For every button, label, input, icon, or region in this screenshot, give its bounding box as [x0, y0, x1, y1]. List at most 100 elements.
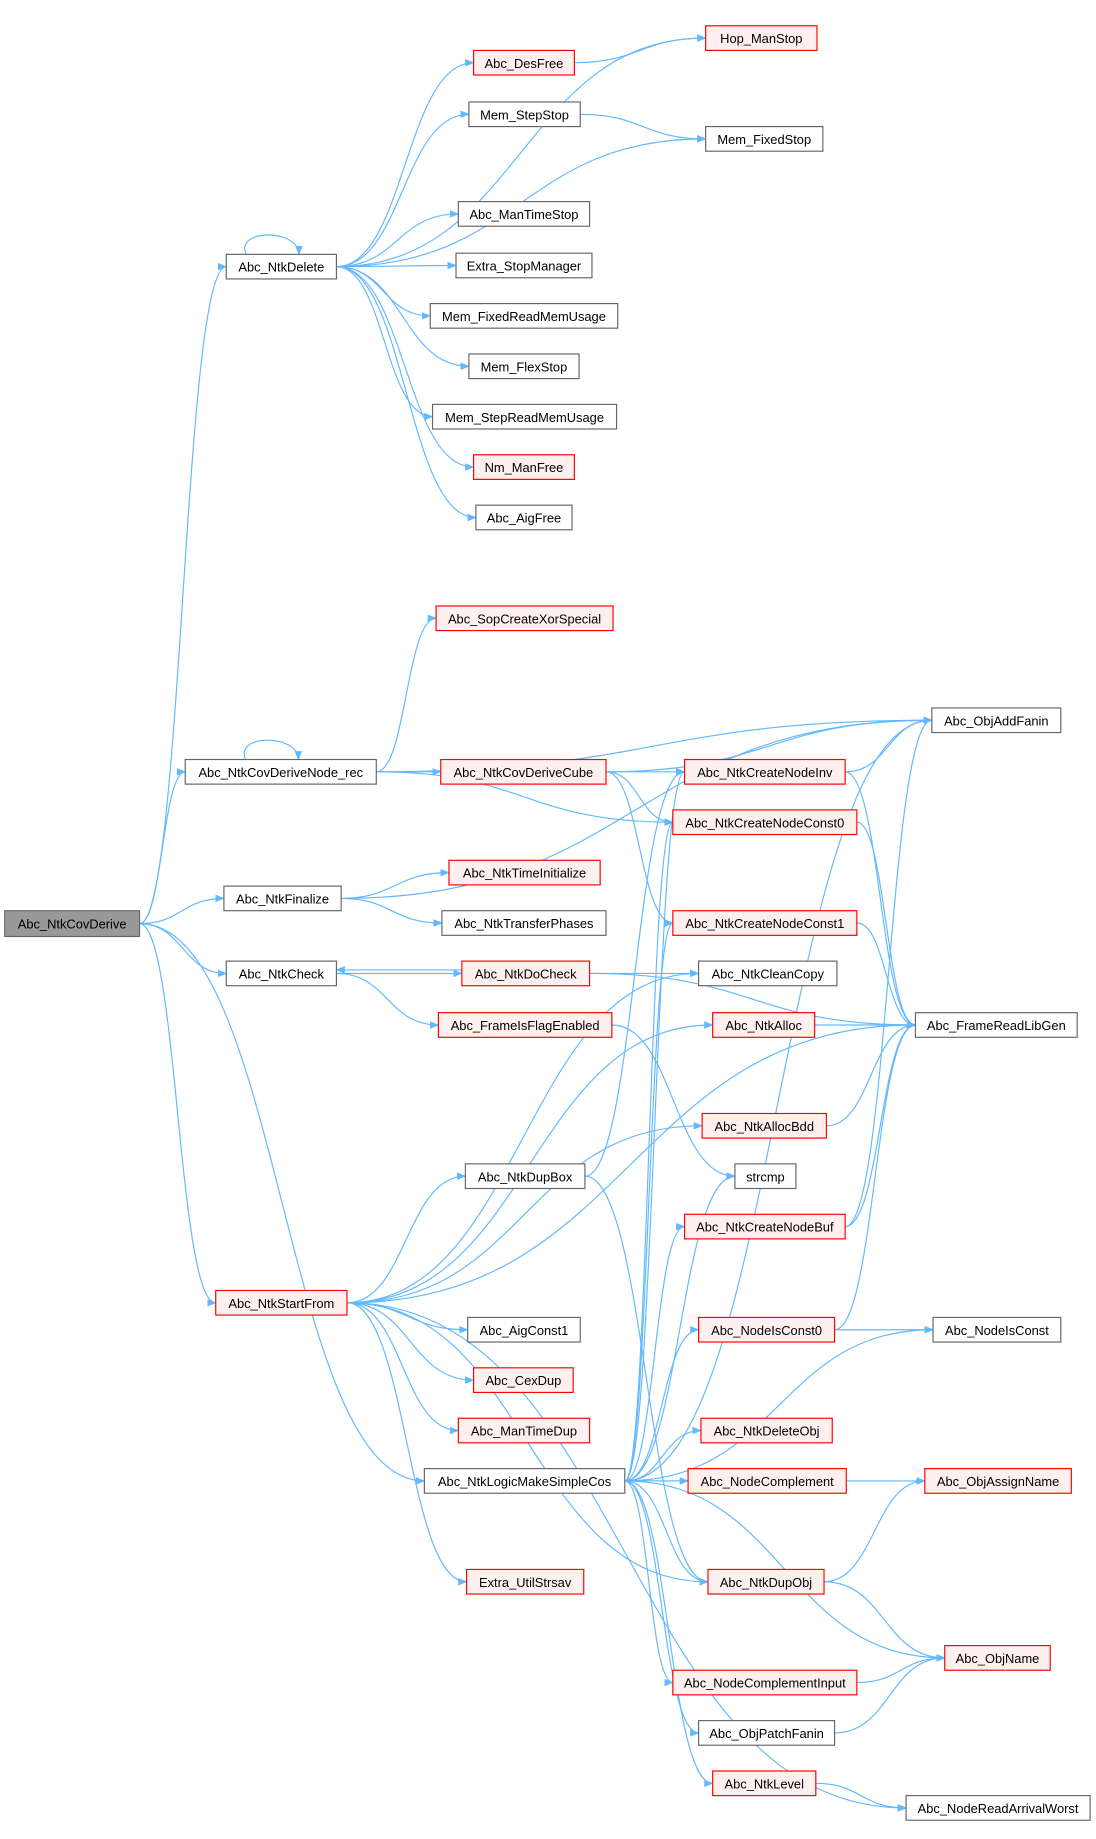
node-box — [225, 960, 338, 987]
node-transferPhases[interactable]: Abc_NtkTransferPhases — [441, 910, 607, 936]
node-label: Abc_SopCreateXorSpecial — [448, 611, 601, 626]
node-box — [468, 101, 581, 128]
node-label: Abc_NtkLogicMakeSimpleCos — [438, 1474, 611, 1489]
edge-covDeriveNodeRec-to-sopCreateXorSpecial — [376, 614, 438, 773]
edge-logicMakeSimpleCos-to-ntkDeleteObj — [624, 1426, 702, 1482]
node-ntkDoCheck[interactable]: Abc_NtkDoCheck — [461, 960, 591, 987]
edge-createNodeConst0-to-frameReadLibGen — [856, 821, 917, 1029]
node-objName[interactable]: Abc_ObjName — [944, 1645, 1051, 1671]
edge-ntkStartFrom-to-extraUtilStrsav — [346, 1302, 468, 1586]
edge-ntkDelete-to-nmManFree — [336, 266, 475, 471]
edge-ntkLevel-to-nodeReadArrivalWorst — [815, 1782, 908, 1812]
node-nodeIsConst0[interactable]: Abc_NodeIsConst0 — [698, 1316, 836, 1343]
edge-covDerive-to-ntkDelete — [139, 263, 228, 925]
edge-ntkStartFrom-to-ntkCleanCopy — [346, 969, 700, 1304]
node-timeInitialize[interactable]: Abc_NtkTimeInitialize — [448, 859, 601, 886]
edge-ntkDelete-to-extraStopManager — [336, 261, 457, 270]
edge-covDerive-to-ntkFinalize — [139, 894, 225, 925]
edge-logicMakeSimpleCos-to-strcmp — [624, 1172, 736, 1482]
node-strcmp[interactable]: strcmp — [734, 1163, 797, 1190]
node-extraUtilStrsav[interactable]: Extra_UtilStrsav — [465, 1568, 585, 1595]
node-label: Abc_ObjAddFanin — [944, 713, 1049, 728]
edge-logicMakeSimpleCos-to-createNodeConst1 — [624, 919, 674, 1482]
node-memStepStop[interactable]: Mem_StepStop — [468, 101, 581, 128]
node-label: Abc_ObjPatchFanin — [709, 1726, 824, 1741]
node-ntkDupBox[interactable]: Abc_NtkDupBox — [464, 1163, 586, 1190]
node-ntkLevel[interactable]: Abc_NtkLevel — [712, 1770, 817, 1797]
edge-logicMakeSimpleCos-to-objPatchFanin — [624, 1480, 700, 1737]
node-label: Abc_NtkCreateNodeConst1 — [685, 916, 844, 931]
node-ntkFinalize[interactable]: Abc_NtkFinalize — [223, 885, 342, 912]
edge-ntkCheck-to-frameIsFlagEnabled — [336, 972, 440, 1029]
edge-objPatchFanin-to-objName — [834, 1654, 946, 1734]
node-box — [705, 25, 818, 51]
node-objAddFanin[interactable]: Abc_ObjAddFanin — [931, 707, 1062, 734]
node-objPatchFanin[interactable]: Abc_ObjPatchFanin — [698, 1720, 836, 1746]
node-ntkAlloc[interactable]: Abc_NtkAlloc — [712, 1012, 816, 1038]
node-label: Abc_NtkTransferPhases — [454, 916, 593, 931]
node-covDeriveNodeRec[interactable]: Abc_NtkCovDeriveNode_rec — [184, 758, 377, 785]
node-logicMakeSimpleCos[interactable]: Abc_NtkLogicMakeSimpleCos — [423, 1468, 626, 1494]
edge-createNodeInv-to-frameReadLibGen — [845, 771, 917, 1029]
node-label: Abc_NtkDupObj — [720, 1575, 812, 1590]
node-ntkDeleteObj[interactable]: Abc_NtkDeleteObj — [700, 1417, 833, 1444]
edge-logicMakeSimpleCos-to-createNodeInv — [624, 768, 686, 1482]
node-createNodeConst0[interactable]: Abc_NtkCreateNodeConst0 — [672, 809, 858, 836]
node-box — [914, 1012, 1078, 1038]
node-nodeIsConst[interactable]: Abc_NodeIsConst — [932, 1316, 1062, 1343]
node-covDerive[interactable]: Abc_NtkCovDerive — [4, 910, 141, 938]
node-sopCreateXorSpecial[interactable]: Abc_SopCreateXorSpecial — [435, 605, 614, 632]
node-label: Mem_FlexStop — [481, 359, 568, 374]
node-manTimeDup[interactable]: Abc_ManTimeDup — [457, 1417, 591, 1444]
node-box — [905, 1795, 1091, 1821]
edge-logicMakeSimpleCos-to-createNodeConst0 — [624, 818, 674, 1482]
node-hopManStop[interactable]: Hop_ManStop — [705, 25, 818, 51]
node-createNodeConst1[interactable]: Abc_NtkCreateNodeConst1 — [672, 910, 858, 936]
node-desFree[interactable]: Abc_DesFree — [472, 49, 575, 76]
node-frameReadLibGen[interactable]: Abc_FrameReadLibGen — [914, 1012, 1078, 1038]
node-cexDup[interactable]: Abc_CexDup — [472, 1367, 574, 1394]
node-nmManFree[interactable]: Nm_ManFree — [472, 454, 575, 480]
node-frameIsFlagEnabled[interactable]: Abc_FrameIsFlagEnabled — [437, 1012, 613, 1038]
edge-logicMakeSimpleCos-to-nodeIsConst — [624, 1325, 934, 1482]
edge-ntkDelete-to-desFree — [336, 58, 475, 268]
node-box — [431, 403, 618, 430]
node-nodeReadArrivalWorst[interactable]: Abc_NodeReadArrivalWorst — [905, 1795, 1091, 1821]
node-extraStopManager[interactable]: Extra_StopManager — [455, 252, 593, 279]
node-ntkStartFrom[interactable]: Abc_NtkStartFrom — [215, 1289, 348, 1316]
edge-covDerive-to-logicMakeSimpleCos — [139, 923, 426, 1485]
edge-ntkDupObj-to-objName — [824, 1581, 946, 1662]
node-createNodeBuf[interactable]: Abc_NtkCreateNodeBuf — [683, 1213, 846, 1240]
node-memFixedReadMemUsage[interactable]: Mem_FixedReadMemUsage — [429, 302, 619, 329]
edge-covDerive-to-covDeriveNodeRec — [139, 768, 187, 925]
node-aigConst1[interactable]: Abc_AigConst1 — [467, 1316, 581, 1343]
node-aigFree[interactable]: Abc_AigFree — [475, 504, 573, 531]
node-ntkCleanCopy[interactable]: Abc_NtkCleanCopy — [698, 960, 838, 987]
node-createNodeInv[interactable]: Abc_NtkCreateNodeInv — [683, 758, 846, 785]
edge-ntkDupBox-to-ntkDupObj — [584, 1175, 709, 1586]
node-label: Abc_NtkFinalize — [236, 891, 329, 906]
node-manTimeStop[interactable]: Abc_ManTimeStop — [457, 201, 591, 227]
node-memFlexStop[interactable]: Mem_FlexStop — [468, 353, 580, 380]
node-box — [475, 504, 573, 531]
node-ntkAllocBdd[interactable]: Abc_NtkAllocBdd — [701, 1112, 827, 1139]
node-nodeComplementInput[interactable]: Abc_NodeComplementInput — [672, 1669, 858, 1696]
node-label: Abc_NtkCreateNodeConst0 — [685, 815, 844, 830]
node-memFixedStop[interactable]: Mem_FixedStop — [705, 125, 824, 152]
node-memStepReadMemUsage[interactable]: Mem_StepReadMemUsage — [431, 403, 618, 430]
node-box — [672, 809, 858, 836]
node-ntkCheck[interactable]: Abc_NtkCheck — [225, 960, 338, 987]
node-nodeComplement[interactable]: Abc_NodeComplement — [687, 1468, 847, 1494]
node-box — [440, 758, 607, 785]
node-label: Extra_UtilStrsav — [479, 1575, 572, 1590]
node-covDeriveCube[interactable]: Abc_NtkCovDeriveCube — [440, 758, 607, 785]
node-box — [472, 454, 575, 480]
edge-ntkFinalize-to-objAddFanin — [341, 716, 933, 899]
nodes-layer: Abc_NtkCovDerive Abc_NtkDelete Hop_ManStop… — [4, 25, 1091, 1821]
node-box — [184, 758, 377, 785]
node-ntkDelete[interactable]: Abc_NtkDelete — [225, 253, 338, 280]
node-objAssignName[interactable]: Abc_ObjAssignName — [924, 1468, 1072, 1494]
node-box — [924, 1468, 1072, 1494]
node-ntkDupObj[interactable]: Abc_NtkDupObj — [707, 1568, 825, 1595]
node-box — [687, 1468, 847, 1494]
